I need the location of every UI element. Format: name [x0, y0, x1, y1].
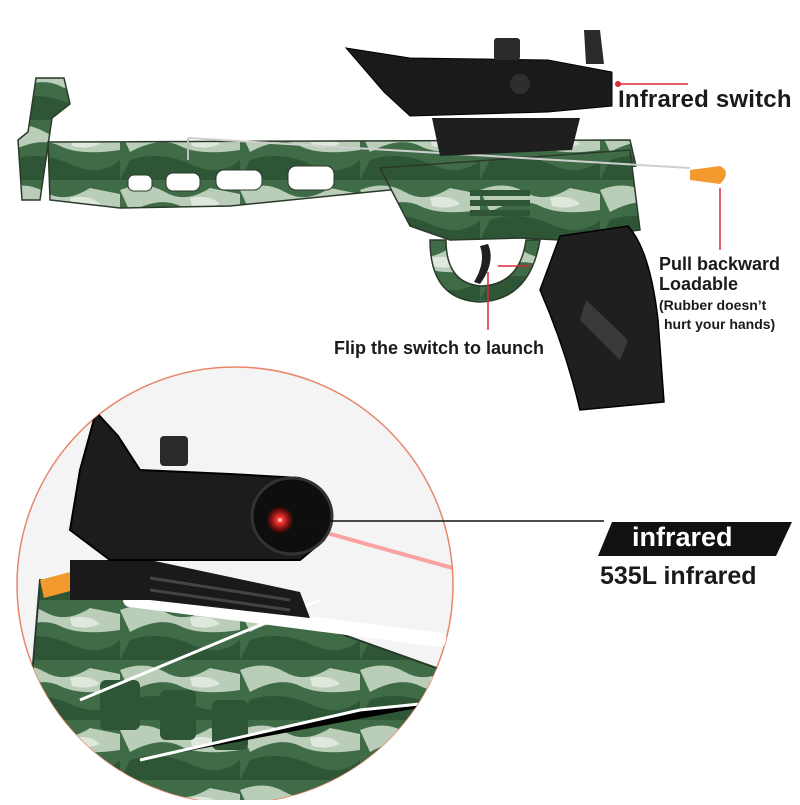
- label-infrared-switch: Infrared switch: [618, 86, 792, 113]
- scope-mount: [432, 118, 580, 156]
- rear-stock: [17, 77, 71, 201]
- label-535l-infrared: 535L infrared: [600, 562, 757, 590]
- trigger: [474, 244, 491, 284]
- laser-dot: [266, 506, 294, 534]
- switch-dot: [615, 81, 621, 87]
- label-rubber-line2: hurt your hands): [664, 316, 776, 332]
- scope-top: [344, 47, 613, 117]
- crossbow-full-view: [17, 30, 726, 411]
- callout-lines: [487, 83, 721, 330]
- label-flip-switch: Flip the switch to launch: [334, 338, 545, 358]
- label-loadable: Loadable: [659, 274, 739, 294]
- label-pull-backward: Pull backward: [659, 254, 781, 274]
- label-rubber-line1: (Rubber doesn’t: [659, 297, 767, 313]
- infrared-banner: [598, 522, 792, 556]
- label-infrared-banner: infrared: [632, 522, 733, 552]
- rubber-tip: [690, 166, 726, 184]
- trigger-guard: [429, 239, 541, 303]
